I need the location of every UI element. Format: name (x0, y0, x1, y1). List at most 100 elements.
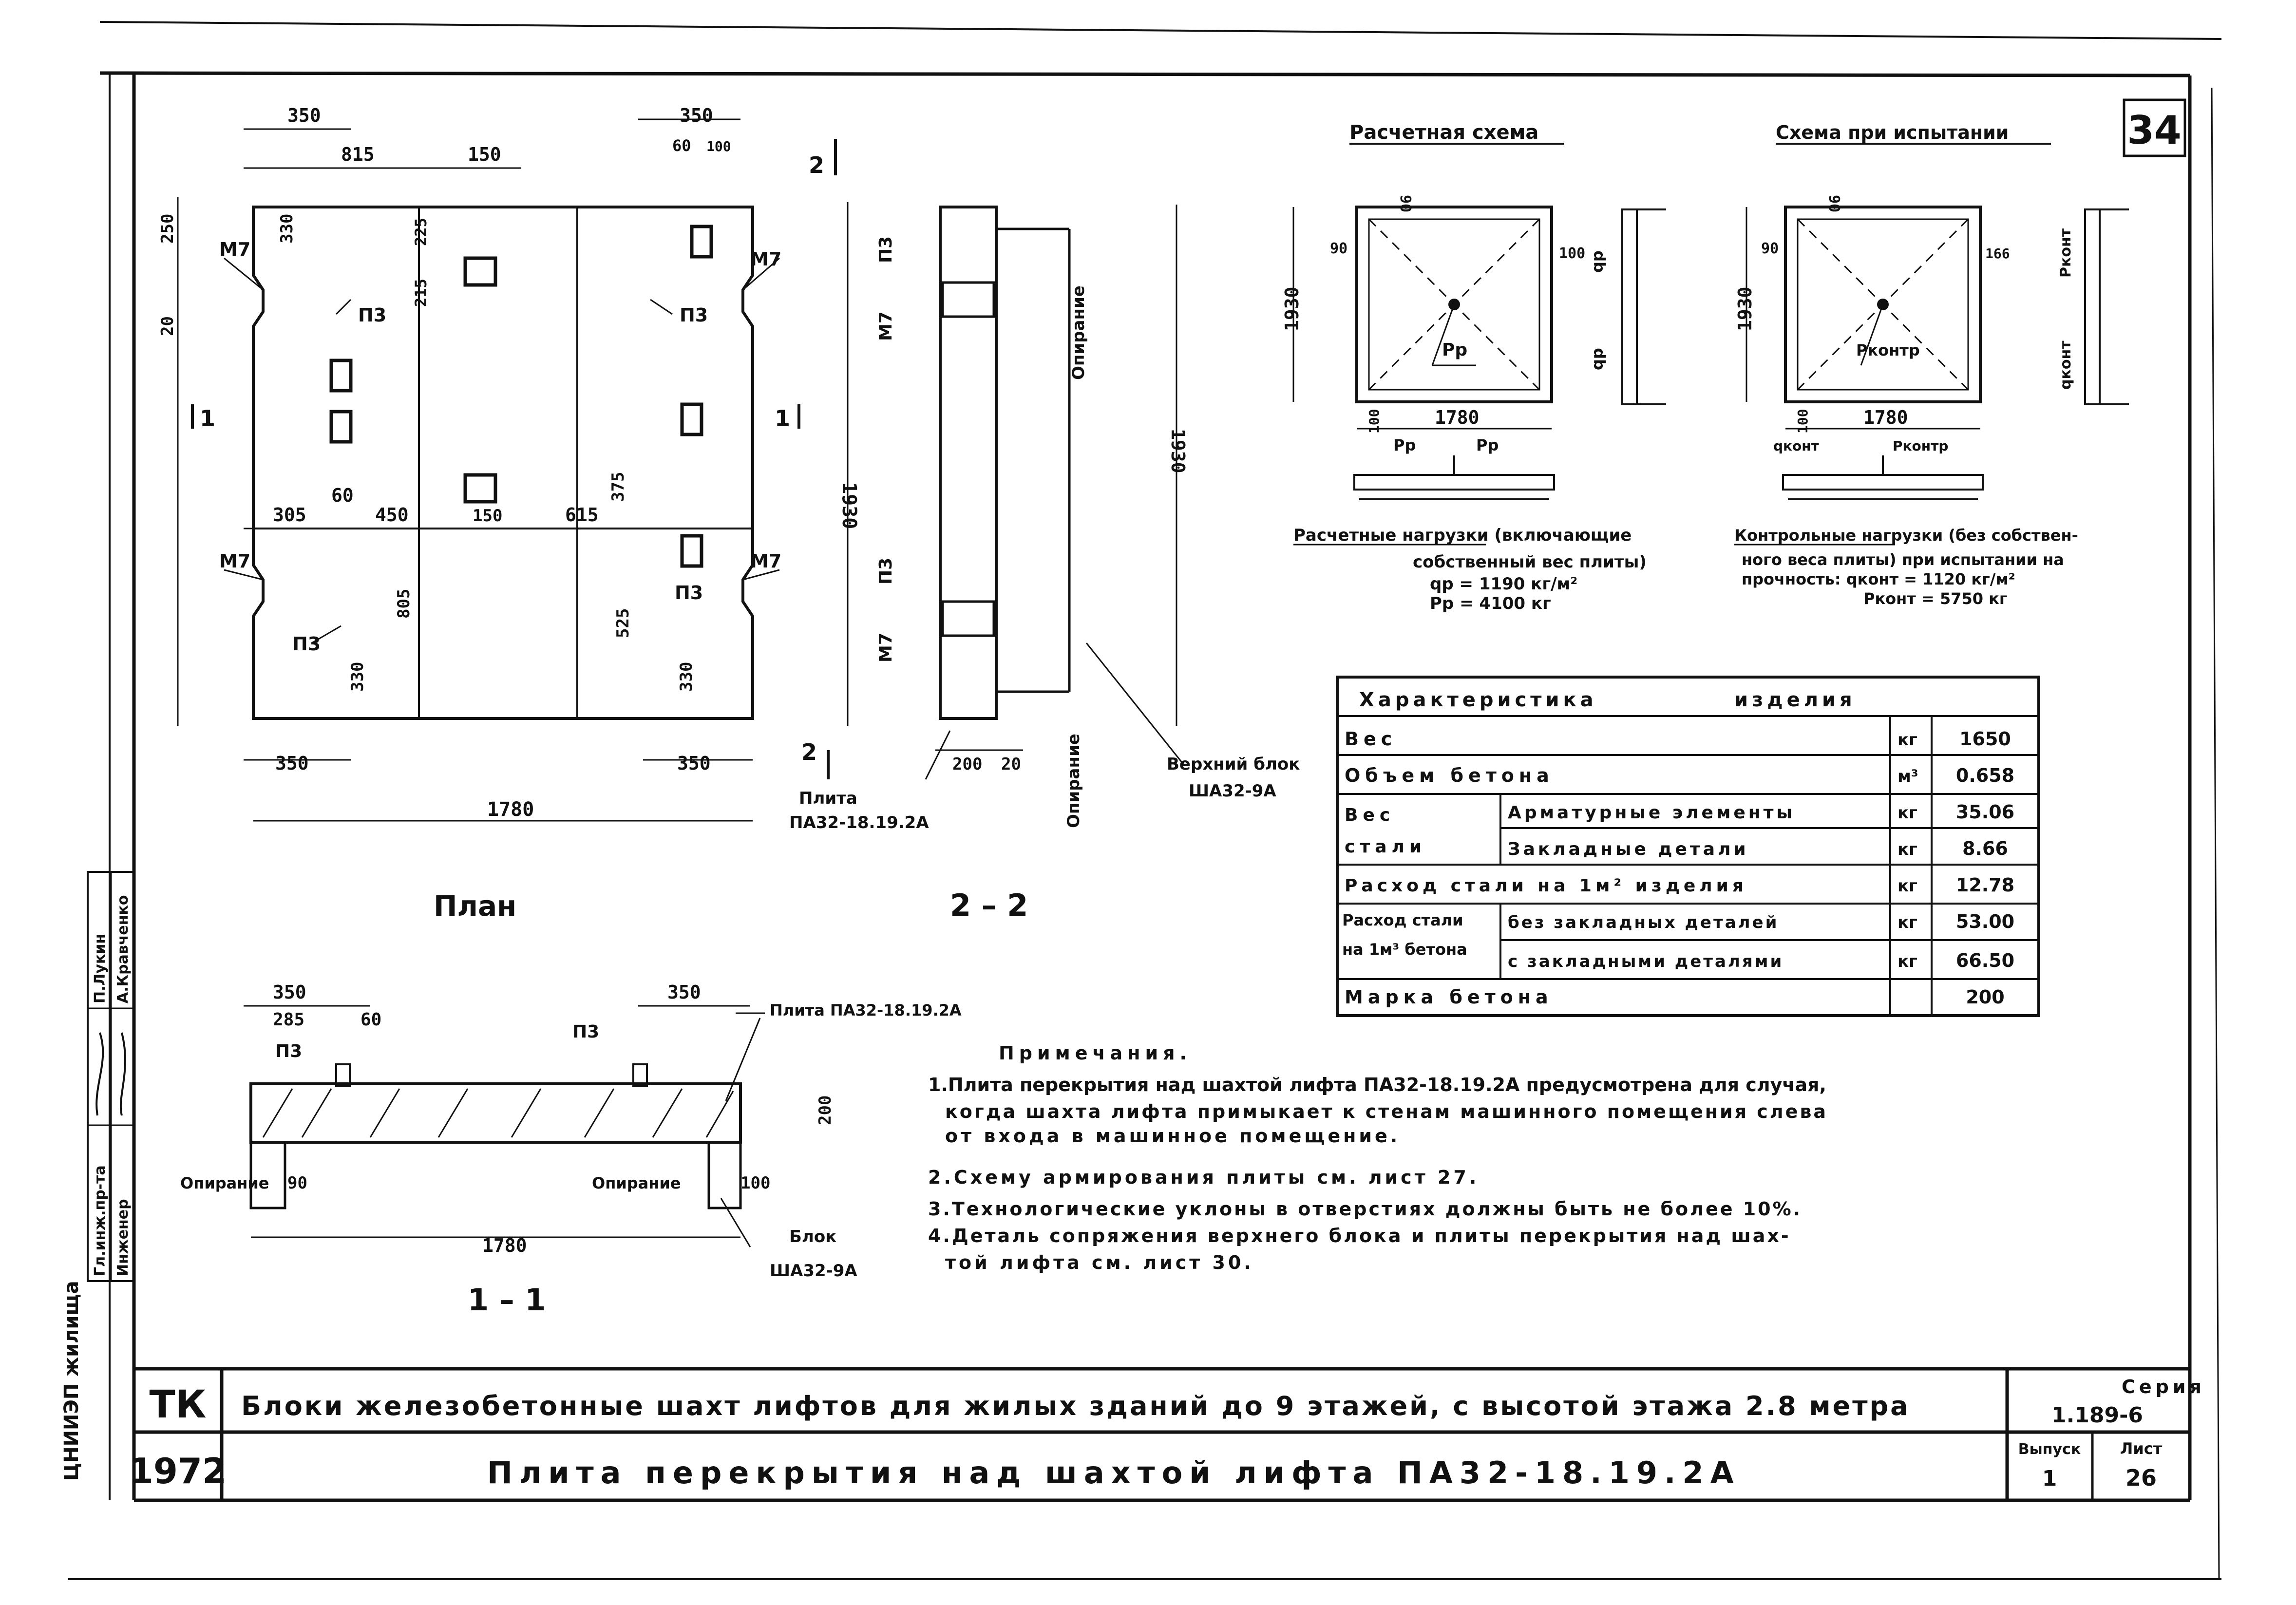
section-mark: 1 (200, 405, 215, 432)
table-row-unit: кг (1898, 730, 1917, 750)
calc-label: Pp (1442, 340, 1467, 360)
section11-label: ША32-9А (770, 1261, 857, 1281)
plan-opening (329, 410, 353, 444)
plan-dim: 375 (608, 472, 628, 502)
product-table: Характеристика изделия Вес кг 1650 Объем… (1336, 676, 2040, 1017)
test-caption: ного веса плиты) при испытании на (1742, 550, 2064, 569)
calc-scheme-title: Расчетная схема (1349, 121, 1538, 144)
section11-label: П3 (572, 1022, 599, 1042)
side-name: А.Кравченко (114, 895, 132, 1003)
section-1-1: 350 285 60 350 200 90 100 1780 П3 П3 Пли… (180, 982, 962, 1318)
table-row-name: Объем бетона (1345, 765, 1554, 786)
table-row-unit: кг (1898, 952, 1917, 971)
calc-dim: 1930 (1281, 286, 1303, 331)
plan-dim: 330 (348, 662, 367, 692)
plan-dim: 525 (613, 608, 633, 638)
calc-caption: qp = 1190 кг/м² (1430, 574, 1577, 594)
plan-dim: 150 (473, 506, 502, 526)
plan-dim: 350 (677, 753, 711, 774)
calc-dim: 90 (1397, 195, 1414, 212)
section11-dim: 350 (273, 982, 306, 1003)
plan-dim: 350 (275, 753, 309, 774)
calc-label: qp (1588, 348, 1607, 370)
section22-label: Опирание (1064, 734, 1083, 828)
section22-label: П3 (876, 236, 896, 263)
test-dim: 1780 (1863, 407, 1908, 428)
side-org: ЦНИИЭП жилища (60, 1281, 83, 1481)
calc-caption: собственный вес плиты) (1413, 552, 1647, 572)
section11-dim: 60 (361, 1010, 381, 1030)
table-row-value: 8.66 (1962, 838, 2008, 859)
series-value: 1.189-6 (2051, 1403, 2143, 1428)
table-row-value: 35.06 (1956, 801, 2014, 823)
test-label: qконт (2057, 340, 2074, 390)
section11-dim: 285 (273, 1010, 304, 1030)
side-stamp: ЦНИИЭП жилища Гл.инж.пр-та Инженер П.Лук… (60, 871, 135, 1481)
section22-label: ША32-9А (1189, 781, 1276, 801)
note-line: той лифта см. лист 30. (945, 1252, 1254, 1273)
plan-dim: 805 (394, 589, 414, 619)
plan-dim: 60 (672, 136, 691, 155)
title-block: ТК 1972 Блоки железобетонные шахт лифтов… (129, 1367, 2205, 1500)
plan-dim: 150 (468, 144, 501, 165)
test-dim: 166 (1985, 245, 2010, 262)
section22-label: Верхний блок (1167, 755, 1300, 774)
table-row-value: 1650 (1959, 728, 2011, 750)
year: 1972 (129, 1451, 227, 1492)
plan-dim: 20 (158, 316, 177, 336)
calc-label: Pp (1476, 436, 1499, 454)
calc-dim: 100 (1559, 245, 1585, 262)
side-role: Инженер (114, 1199, 132, 1276)
plan-opening (329, 359, 353, 393)
plan-title: План (434, 889, 516, 923)
test-dim: 90 (1761, 240, 1779, 257)
section22-title: 2 – 2 (950, 887, 1028, 923)
series-label: Серия (2122, 1376, 2205, 1397)
plan-label: М7 (219, 550, 250, 572)
calc-label: qp (1588, 250, 1607, 273)
plan-dim: 225 (412, 218, 430, 246)
notes: Примечания. 1.Плита перекрытия над шахто… (928, 1042, 1826, 1273)
calc-caption: Расчетные нагрузки (включающие (1293, 526, 1632, 545)
issue-value: 1 (2042, 1466, 2057, 1491)
plan-label: П3 (358, 304, 386, 326)
test-scheme: Схема при испытании 90 90 166 1930 100 1… (1734, 122, 2129, 608)
section11-dim: 350 (667, 982, 701, 1003)
side-role: Гл.инж.пр-та (92, 1165, 109, 1276)
table-row-name: Вес (1345, 728, 1397, 750)
section-mark: 1 (775, 405, 790, 432)
plan-label: П3 (675, 582, 703, 604)
plan-label: М7 (750, 550, 781, 572)
plan-opening (690, 225, 713, 259)
plan-opening (463, 473, 497, 504)
note-line: от входа в машинное помещение. (945, 1125, 1400, 1147)
plan-dim: 215 (412, 279, 430, 307)
section11-label: Опирание (180, 1174, 269, 1192)
table-row-sub: Закладные детали (1508, 839, 1749, 859)
section11-dim: 1780 (482, 1235, 527, 1256)
plan-label: П3 (680, 304, 708, 326)
calc-caption: Pp = 4100 кг (1430, 594, 1551, 613)
plan-dim: 60 (331, 485, 354, 506)
test-dim: 100 (1795, 409, 1811, 434)
plan-dim: 1930 (838, 482, 860, 529)
section22-label: ПА32-18.19.2А (789, 813, 929, 832)
section22-dim: 20 (1001, 755, 1021, 774)
section22-label: М7 (876, 633, 896, 662)
sheet-label: Лист (2120, 1439, 2163, 1458)
test-label: Pконт (2057, 228, 2074, 278)
notes-title: Примечания. (999, 1042, 1192, 1064)
section22-label: П3 (876, 558, 896, 585)
table-row-value: 0.658 (1956, 765, 2014, 786)
issue-label: Выпуск (2018, 1441, 2081, 1458)
section22-label: Плита (799, 789, 857, 808)
section-mark: 2 (809, 152, 824, 178)
sheet-frame (68, 21, 2222, 1580)
plan-opening (680, 402, 703, 436)
note-line: 2.Схему армирования плиты см. лист 27. (928, 1167, 1479, 1188)
plan-opening (463, 256, 497, 287)
table-row-value: 200 (1966, 986, 2004, 1008)
section22-dim: 200 (952, 755, 982, 774)
note-line: 4.Деталь сопряжения верхнего блока и пли… (928, 1225, 1791, 1246)
